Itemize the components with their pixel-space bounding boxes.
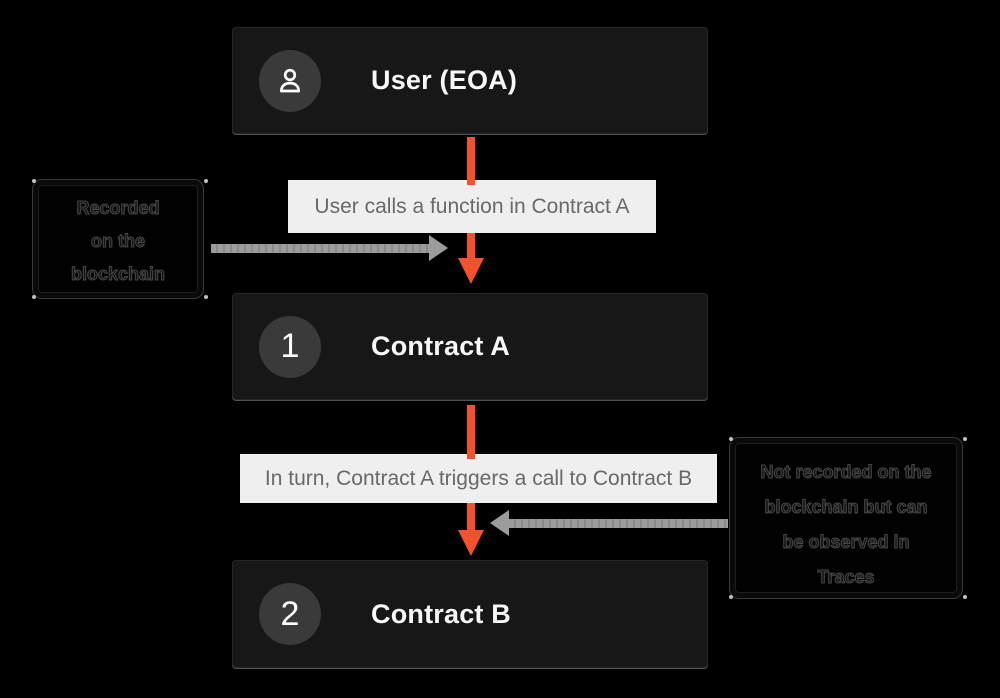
recorded-arrow-shaft	[211, 244, 429, 253]
callout-line: blockchain	[70, 264, 166, 285]
flow-arrow-1-overlap	[467, 180, 475, 185]
flow-arrow-1-head	[458, 258, 484, 284]
recorded-arrow-head	[429, 235, 448, 261]
flow-arrow-2-overlap	[467, 454, 475, 459]
callout-observed-in-traces: Not recorded on the blockchain but can b…	[729, 437, 962, 599]
callout-line: Recorded	[76, 198, 160, 219]
user-avatar-circle	[259, 49, 321, 112]
step-1-badge: 1	[259, 315, 321, 378]
callout-line: blockchain but can	[764, 497, 928, 518]
node-contract-b-title: Contract B	[371, 598, 512, 629]
flow-label-user-call: User calls a function in Contract A	[288, 180, 656, 233]
flow-label-contract-call: In turn, Contract A triggers a call to C…	[240, 454, 717, 503]
callout-line: be observed in	[782, 532, 910, 553]
callout-line: on the	[91, 231, 146, 252]
callout-recorded-on-chain: Recorded on the blockchain	[32, 179, 203, 299]
node-contract-a: 1 Contract A	[232, 293, 708, 400]
trace-arrow-shaft	[509, 519, 728, 528]
node-user-title: User (EOA)	[371, 65, 518, 95]
user-icon	[280, 68, 300, 92]
node-user: User (EOA)	[232, 27, 708, 134]
trace-arrow-head	[490, 510, 509, 536]
flow-arrow-2-head	[458, 530, 484, 556]
step-2-badge: 2	[259, 583, 321, 645]
node-contract-b: 2 Contract B	[232, 560, 708, 668]
callout-line: Traces	[817, 567, 875, 588]
node-contract-a-title: Contract A	[371, 331, 511, 361]
callout-line: Not recorded on the	[760, 462, 932, 483]
